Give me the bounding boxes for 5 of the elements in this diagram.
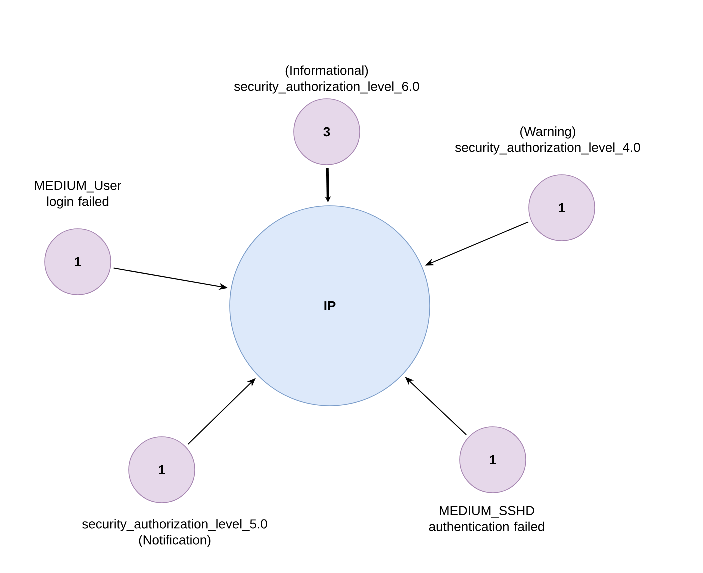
node-caption: MEDIUM_SSHD authentication failed xyxy=(429,506,544,532)
node-caption: security_authorization_level_5.0 (Notification) xyxy=(82,519,268,548)
node-caption: MEDIUM_User login failed xyxy=(35,181,122,209)
node-caption: (Warning) security_authorization_level_4.0 xyxy=(456,126,640,155)
node-caption: (Informational) security_authorization_level_6.0 xyxy=(234,66,420,94)
